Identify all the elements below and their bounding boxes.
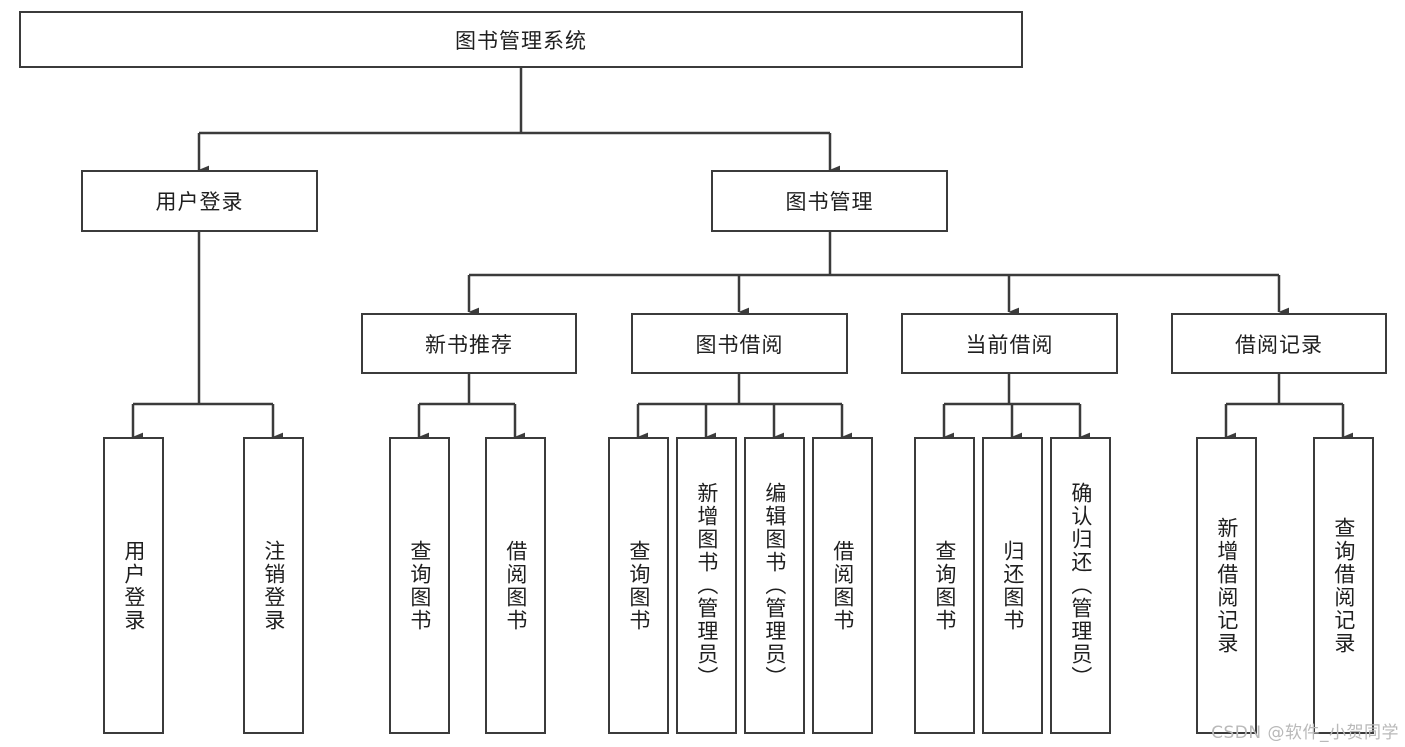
node-borrow-record[interactable]: 借阅记录 bbox=[1171, 313, 1387, 374]
leaf-label: 查询图书 bbox=[407, 539, 432, 632]
leaf-label: 编辑图书（管理员） bbox=[762, 482, 787, 689]
leaf-current-borrow-2[interactable]: 归还图书 bbox=[982, 437, 1043, 734]
leaf-label: 借阅图书 bbox=[503, 539, 528, 632]
node-root-label: 图书管理系统 bbox=[455, 28, 587, 53]
leaf-user-login-2[interactable]: 注销登录 bbox=[243, 437, 304, 734]
leaf-borrow-record-1[interactable]: 新增借阅记录 bbox=[1196, 437, 1257, 734]
node-book-management-label: 图书管理 bbox=[785, 190, 874, 214]
leaf-label: 确认归还（管理员） bbox=[1068, 482, 1093, 689]
leaf-book-borrow-1[interactable]: 查询图书 bbox=[608, 437, 669, 734]
node-root[interactable]: 图书管理系统 bbox=[19, 11, 1023, 68]
leaf-borrow-record-2[interactable]: 查询借阅记录 bbox=[1313, 437, 1374, 734]
node-new-book-recommend[interactable]: 新书推荐 bbox=[361, 313, 577, 374]
leaf-book-borrow-3[interactable]: 编辑图书（管理员） bbox=[744, 437, 805, 734]
leaf-new-book-recommend-2[interactable]: 借阅图书 bbox=[485, 437, 546, 734]
leaf-label: 用户登录 bbox=[121, 539, 146, 632]
node-borrow-record-label: 借阅记录 bbox=[1235, 332, 1323, 357]
leaf-new-book-recommend-1[interactable]: 查询图书 bbox=[389, 437, 450, 734]
leaf-label: 借阅图书 bbox=[830, 539, 855, 632]
leaf-label: 查询图书 bbox=[626, 539, 651, 632]
leaf-label: 查询图书 bbox=[932, 539, 957, 632]
node-book-management[interactable]: 图书管理 bbox=[711, 170, 948, 232]
node-current-borrow[interactable]: 当前借阅 bbox=[901, 313, 1118, 374]
leaf-book-borrow-2[interactable]: 新增图书（管理员） bbox=[676, 437, 737, 734]
watermark: CSDN @软件_小贺同学 bbox=[1211, 723, 1399, 743]
leaf-label: 注销登录 bbox=[261, 539, 286, 632]
leaf-current-borrow-1[interactable]: 查询图书 bbox=[914, 437, 975, 734]
leaf-book-borrow-4[interactable]: 借阅图书 bbox=[812, 437, 873, 734]
leaf-current-borrow-3[interactable]: 确认归还（管理员） bbox=[1050, 437, 1111, 734]
node-user-login-label: 用户登录 bbox=[155, 190, 244, 214]
leaf-user-login-1[interactable]: 用户登录 bbox=[103, 437, 164, 734]
leaf-label: 新增借阅记录 bbox=[1214, 516, 1239, 655]
node-new-book-recommend-label: 新书推荐 bbox=[425, 332, 513, 357]
node-book-borrow-label: 图书借阅 bbox=[695, 332, 784, 357]
node-current-borrow-label: 当前借阅 bbox=[965, 332, 1054, 357]
leaf-label: 归还图书 bbox=[1000, 539, 1025, 632]
node-user-login[interactable]: 用户登录 bbox=[81, 170, 318, 232]
leaf-label: 查询借阅记录 bbox=[1331, 516, 1356, 655]
node-book-borrow[interactable]: 图书借阅 bbox=[631, 313, 848, 374]
leaf-label: 新增图书（管理员） bbox=[694, 482, 719, 689]
